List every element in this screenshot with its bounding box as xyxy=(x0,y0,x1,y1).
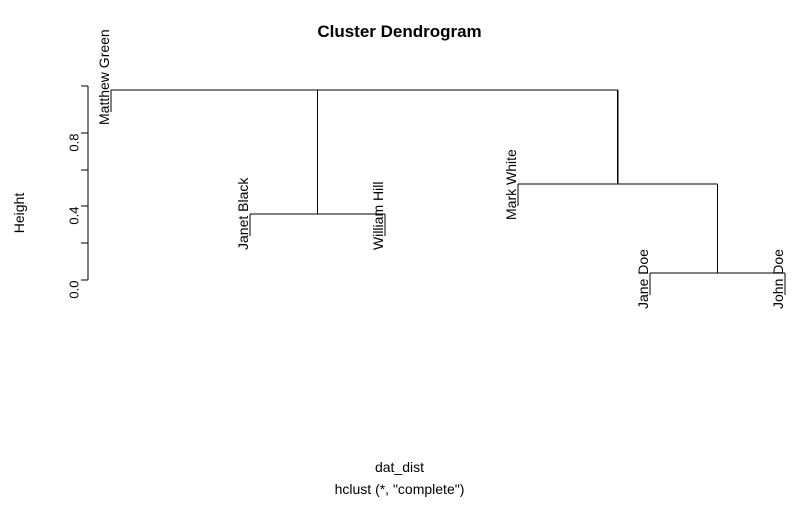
x-axis-label-primary: dat_dist xyxy=(374,459,425,475)
dendrogram-branch-root xyxy=(110,89,619,184)
page-title: Cluster Dendrogram xyxy=(317,22,482,41)
dendrogram-branch-m2 xyxy=(249,213,386,236)
dendrogram-branch-m1 xyxy=(649,272,786,295)
y-axis xyxy=(81,85,89,281)
dendrogram-branch-m3 xyxy=(517,183,719,273)
x-axis-label-secondary: hclust (*, "complete") xyxy=(334,481,465,497)
